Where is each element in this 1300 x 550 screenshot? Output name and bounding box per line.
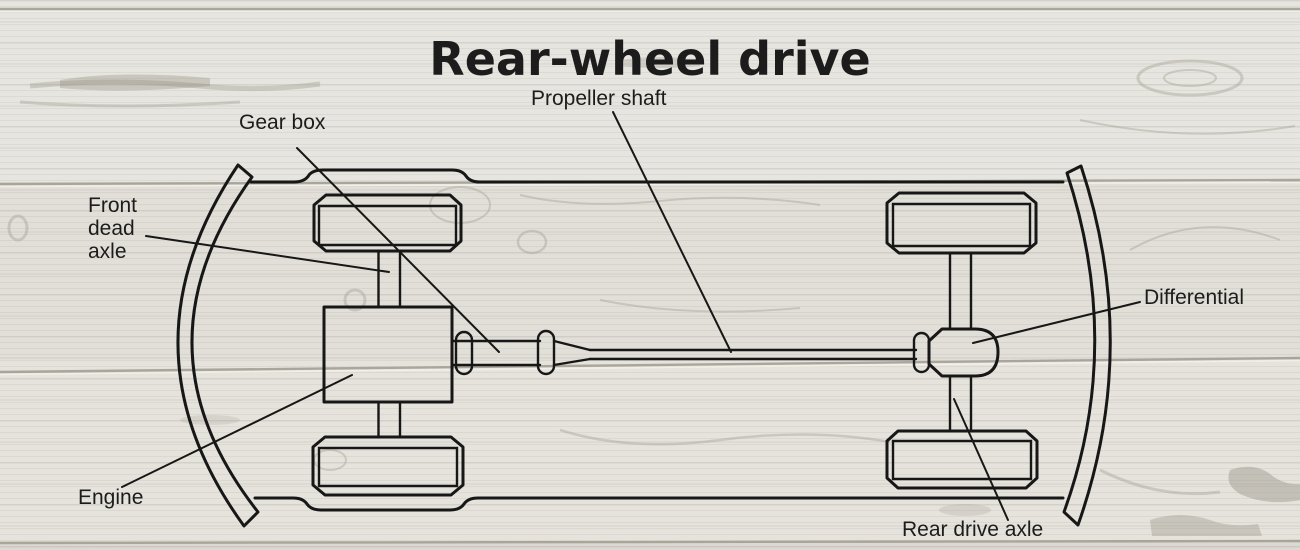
label-engine: Engine [78, 486, 144, 509]
front-bumper [176, 163, 260, 528]
leader-lines [121, 111, 1141, 521]
leader-gear-box [296, 147, 500, 353]
leader-front-dead-axle [145, 235, 390, 273]
differential-housing [927, 327, 1000, 378]
label-front-dead-axle: Front dead axle [88, 194, 138, 263]
front-dead-axle-shaft [377, 249, 402, 439]
label-differential: Differential [1144, 286, 1244, 309]
shaft-taper [552, 339, 592, 367]
engine-box [322, 305, 454, 404]
differential-assembly [912, 327, 1000, 378]
wood-grain [7, 57, 1300, 536]
universal-joint-rear [912, 331, 931, 374]
label-gear-box: Gear box [239, 111, 326, 134]
gearbox-assembly [450, 329, 592, 376]
leader-engine [121, 374, 353, 488]
label-propeller-shaft: Propeller shaft [531, 87, 667, 110]
propeller-shaft-lines [588, 348, 918, 361]
label-rear-drive-axle: Rear drive axle [902, 518, 1044, 541]
wheel-front-right [311, 435, 465, 497]
wheel-rear-right [885, 429, 1039, 490]
leader-differential [972, 301, 1141, 344]
chassis-rail-top [249, 168, 1065, 184]
rear-bumper [1062, 164, 1112, 527]
universal-joint-mid [536, 329, 556, 376]
leader-rear-drive-axle [953, 398, 1009, 521]
universal-joint-front [454, 330, 474, 376]
chassis-rail-bottom [253, 496, 1065, 512]
wheel-rear-left [885, 191, 1038, 255]
diagram-title: Rear-wheel drive [429, 31, 871, 86]
wheel-front-left [312, 193, 463, 253]
leader-propeller-shaft [612, 111, 732, 353]
rear-drive-axle-shaft [948, 251, 973, 433]
